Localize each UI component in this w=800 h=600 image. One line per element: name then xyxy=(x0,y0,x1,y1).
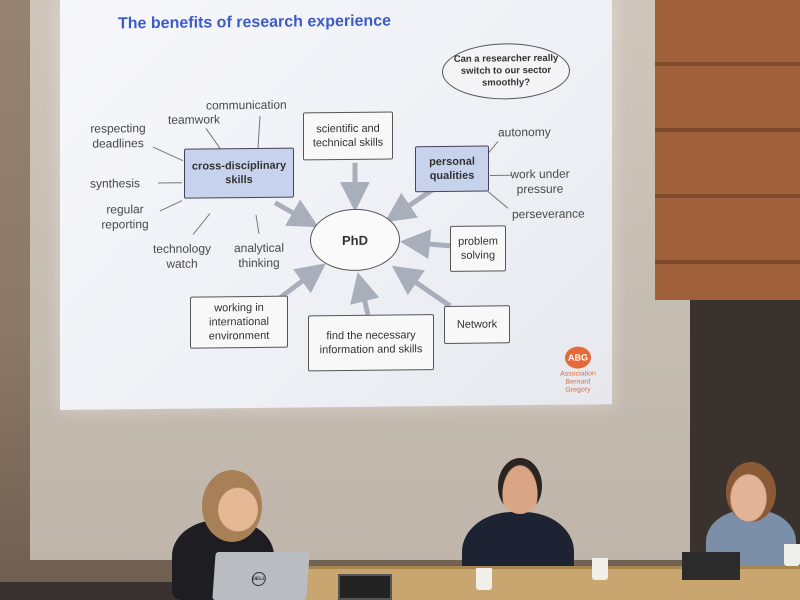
skill-deadlines: respecting deadlines xyxy=(90,121,146,151)
skill-analytical: analytical thinking xyxy=(233,240,285,271)
box-cross-disciplinary: cross-disciplinary skills xyxy=(184,147,294,199)
box-find-info: find the necessary information and skill… xyxy=(308,314,434,372)
quality-perseverance: perseverance xyxy=(512,206,585,222)
box-international: working in international environment xyxy=(190,295,288,349)
box-personal: personal qualities xyxy=(415,145,489,193)
skill-technology-watch: technology watch xyxy=(152,241,212,271)
skill-teamwork: teamwork xyxy=(168,112,221,127)
abg-logo: ABG Association Bernard Gregory xyxy=(558,346,598,394)
skill-communication: communication xyxy=(206,97,287,113)
box-problem: problem solving xyxy=(450,225,506,272)
abg-logo-mark: ABG xyxy=(565,346,591,369)
laptop-brand-logo: DELL xyxy=(251,572,267,586)
wood-wall-panels xyxy=(655,0,800,300)
projected-slide: The benefits of research experience Can … xyxy=(60,0,612,410)
paper-cup xyxy=(784,544,800,566)
skill-synthesis: synthesis xyxy=(90,176,141,191)
laptop: DELL xyxy=(212,552,310,600)
abg-logo-text: Association Bernard Gregory xyxy=(560,370,596,394)
panelist-left-head xyxy=(202,470,262,542)
quality-pressure: work under pressure xyxy=(510,166,570,197)
panelist-center-head xyxy=(498,458,542,514)
box-scientific: scientific and technical skills xyxy=(303,111,393,161)
table-monitor xyxy=(338,574,392,600)
slide-title: The benefits of research experience xyxy=(118,12,391,33)
quality-autonomy: autonomy xyxy=(498,124,551,140)
paper-cup xyxy=(476,568,492,590)
skill-reporting: regular reporting xyxy=(101,202,149,232)
box-network: Network xyxy=(444,305,510,344)
speaker-box xyxy=(682,552,740,580)
slide-arrows xyxy=(152,115,512,316)
paper-cup xyxy=(592,558,608,580)
panelist-right-head xyxy=(726,462,776,522)
